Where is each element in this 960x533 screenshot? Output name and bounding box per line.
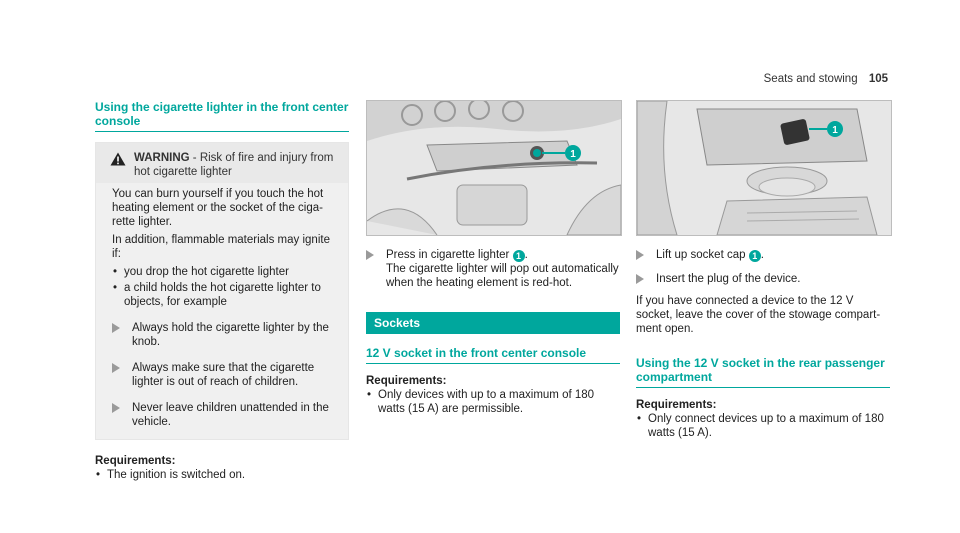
column-cigarette-lighter: Using the cigarette lighter in the front… <box>95 100 349 484</box>
column-socket-cap: 1 Lift up socket cap 1. Insert the plug … <box>636 100 892 442</box>
socket-cap-illustration: 1 <box>636 100 892 236</box>
step-arrow-icon <box>636 250 644 260</box>
warning-bullet-list: you drop the hot cigarette lighter a chi… <box>112 265 336 309</box>
warning-body: You can burn yourself if you touch the h… <box>96 183 348 429</box>
list-item: you drop the hot cigarette lighter <box>112 265 336 279</box>
warning-label: WARNING <box>134 152 190 164</box>
step-result-text: The cigarette lighter will pop out autom… <box>386 263 619 289</box>
subsection-rule <box>366 363 620 364</box>
warning-paragraph-2: In addition, flammable materials may ign… <box>112 234 330 260</box>
console-lighter-image: 1 <box>367 101 621 235</box>
requirements-title: Requirements: <box>636 399 717 411</box>
stowage-note: If you have connected a device to the 12… <box>636 295 881 335</box>
requirements-list: Only connect devices up to a maximum of … <box>636 412 890 440</box>
warning-step-text: Always make sure that the cigarette ligh… <box>132 362 315 388</box>
step-text: Lift up socket cap <box>656 249 749 261</box>
warning-step: Always hold the cigarette lighter by the… <box>112 321 336 349</box>
page-header: Seats and stowing 105 <box>764 72 888 86</box>
subsection-rule <box>636 387 890 388</box>
requirements-title: Requirements: <box>95 455 176 467</box>
step-arrow-icon <box>112 363 120 373</box>
warning-box: WARNING - Risk of fire and injury from h… <box>95 142 349 440</box>
step-text: Insert the plug of the device. <box>656 273 801 285</box>
step-text-end: . <box>524 249 528 261</box>
warning-triangle-icon <box>110 152 126 166</box>
step-text-end: . <box>760 249 764 261</box>
step-arrow-icon <box>112 403 120 413</box>
step-text: Press in cigarette lighter <box>386 249 513 261</box>
step-arrow-icon <box>366 250 374 260</box>
requirements-title: Requirements: <box>366 375 447 387</box>
warning-step: Never leave children unattended in the v… <box>112 401 336 429</box>
stowage-socket-image: 1 <box>637 101 891 235</box>
image-callout-label: 1 <box>832 125 838 136</box>
step-arrow-icon <box>636 274 644 284</box>
cigarette-lighter-illustration: 1 <box>366 100 622 236</box>
warning-step-text: Always hold the cigarette lighter by the… <box>132 322 329 348</box>
list-item: Only devices with up to a maximum of 180… <box>366 388 620 416</box>
step-lift-cap: Lift up socket cap 1. <box>636 248 890 262</box>
image-callout-label: 1 <box>570 149 576 160</box>
subsection-title-rear-socket: Using the 12 V socket in the rear passen… <box>636 356 885 384</box>
warning-title: WARNING - Risk of fire and injury from h… <box>134 151 338 179</box>
warning-step: Always make sure that the cigarette ligh… <box>112 361 336 389</box>
page-number: 105 <box>868 73 888 85</box>
list-item: a child holds the hot cigarette lighter … <box>112 281 336 309</box>
column-front-socket: 1 Press in cigarette lighter 1. The ciga… <box>366 100 622 418</box>
step-arrow-icon <box>112 323 120 333</box>
list-item: The ignition is switched on. <box>95 468 349 482</box>
warning-step-text: Never leave children unattended in the v… <box>132 402 329 428</box>
section-rule <box>95 131 349 132</box>
section-title-cigarette-lighter: Using the cigarette lighter in the front… <box>95 100 349 128</box>
warning-paragraph-1: You can burn yourself if you touch the h… <box>112 188 324 228</box>
sockets-section-bar: Sockets <box>366 312 620 334</box>
warning-header: WARNING - Risk of fire and injury from h… <box>96 143 348 183</box>
requirements-list: The ignition is switched on. <box>95 468 349 482</box>
list-item: Only connect devices up to a maximum of … <box>636 412 890 440</box>
header-section-title: Seats and stowing <box>763 73 858 85</box>
step-press-lighter: Press in cigarette lighter 1. The cigare… <box>366 248 620 290</box>
callout-1: 1 <box>748 250 761 262</box>
step-insert-plug: Insert the plug of the device. <box>636 272 890 286</box>
warning-text: - Risk of fire and injury from hot cigar… <box>134 152 334 178</box>
callout-1: 1 <box>512 250 525 262</box>
requirements-list: Only devices with up to a maximum of 180… <box>366 388 620 416</box>
subsection-title-front-socket: 12 V socket in the front center console <box>366 346 587 360</box>
